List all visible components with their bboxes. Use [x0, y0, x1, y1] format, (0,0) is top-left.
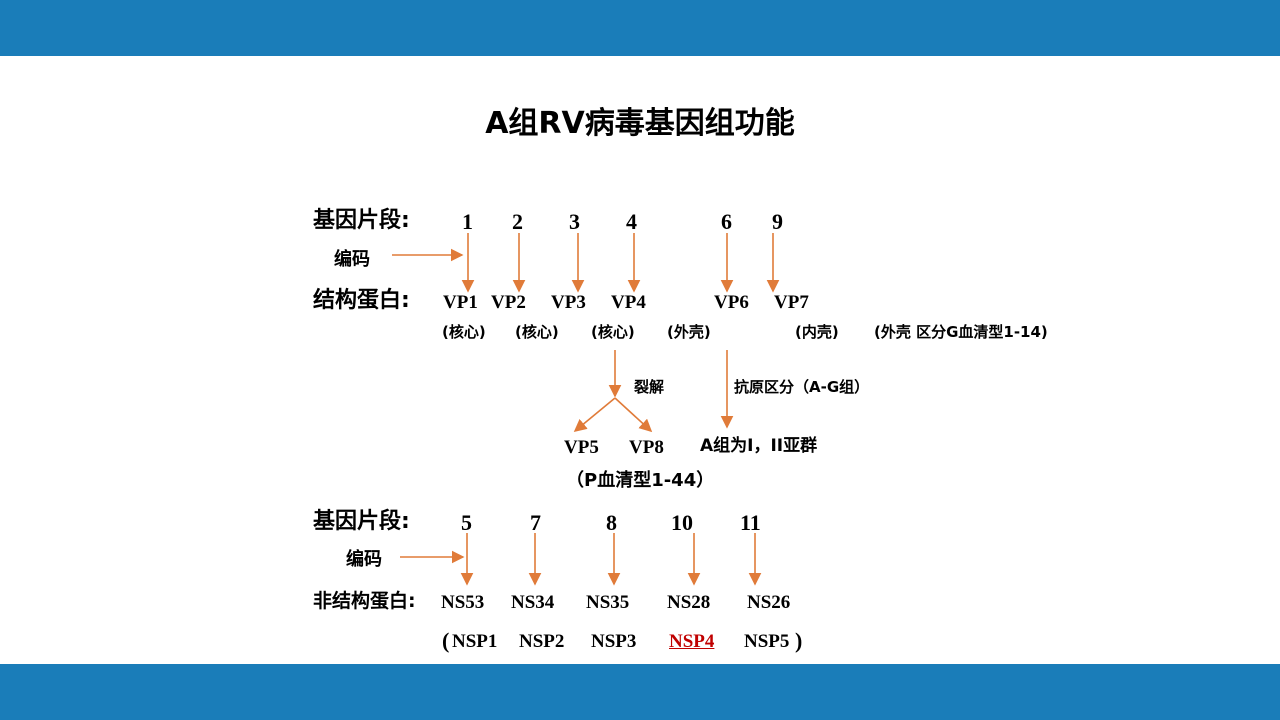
protein-ns26: NS26 [747, 592, 791, 613]
protein-vp6: VP6 [714, 292, 749, 313]
encode-label-structural: 编码 [334, 249, 370, 270]
protein-ns53: NS53 [441, 592, 485, 613]
segment-1: 1 [462, 209, 473, 234]
segment-4: 4 [626, 209, 637, 234]
segment-2: 2 [512, 209, 523, 234]
header-band [0, 0, 1280, 56]
role-vp7: (外壳 区分G血清型1-14) [874, 323, 1048, 341]
segment-label-nonstructural: 基因片段: [313, 509, 410, 534]
protein-vp4: VP4 [611, 292, 646, 313]
cleave-label: 裂解 [634, 378, 665, 396]
protein-ns34: NS34 [511, 592, 555, 613]
slide-title: A组RV病毒基因组功能 [485, 106, 795, 141]
cleave-branch-right [614, 397, 653, 433]
segment-6: 6 [721, 209, 732, 234]
nsp-open-paren: ( [442, 628, 450, 653]
protein-vp1: VP1 [443, 292, 478, 313]
protein-vp2: VP2 [491, 292, 526, 313]
role-vp1: (核心) [442, 323, 486, 341]
segment-10: 10 [671, 510, 693, 535]
protein-label-structural: 结构蛋白: [313, 288, 410, 313]
nsp1: NSP1 [452, 631, 498, 652]
segment-3: 3 [569, 209, 580, 234]
nsp4-highlighted: NSP4 [669, 631, 715, 652]
role-vp2: (核心) [515, 323, 559, 341]
protein-label-nonstructural: 非结构蛋白: [313, 590, 416, 612]
antigen-result: A组为I，II亚群 [700, 436, 818, 456]
segment-label-structural: 基因片段: [313, 208, 410, 233]
nsp2: NSP2 [519, 631, 565, 652]
protein-ns35: NS35 [586, 592, 630, 613]
segment-7: 7 [530, 510, 541, 535]
role-vp3: (核心) [591, 323, 635, 341]
protein-vp5: VP5 [564, 437, 599, 458]
encode-label-nonstructural: 编码 [346, 549, 382, 570]
protein-vp3: VP3 [551, 292, 586, 313]
segment-9: 9 [772, 209, 783, 234]
footer-band [0, 664, 1280, 720]
nsp-close-paren: ) [795, 628, 803, 653]
nsp5: NSP5 [744, 631, 790, 652]
nsp3: NSP3 [591, 631, 637, 652]
p-serotype: （P血清型1-44） [566, 470, 715, 491]
role-vp4: (外壳) [667, 323, 711, 341]
antigen-label: 抗原区分（A-G组） [734, 378, 870, 396]
protein-vp8: VP8 [629, 437, 664, 458]
role-vp6: (内壳) [795, 323, 839, 341]
segment-8: 8 [606, 510, 617, 535]
protein-ns28: NS28 [667, 592, 711, 613]
segment-11: 11 [740, 510, 761, 535]
cleave-branch-left [573, 397, 616, 433]
segment-5: 5 [461, 510, 472, 535]
protein-vp7: VP7 [774, 292, 809, 313]
